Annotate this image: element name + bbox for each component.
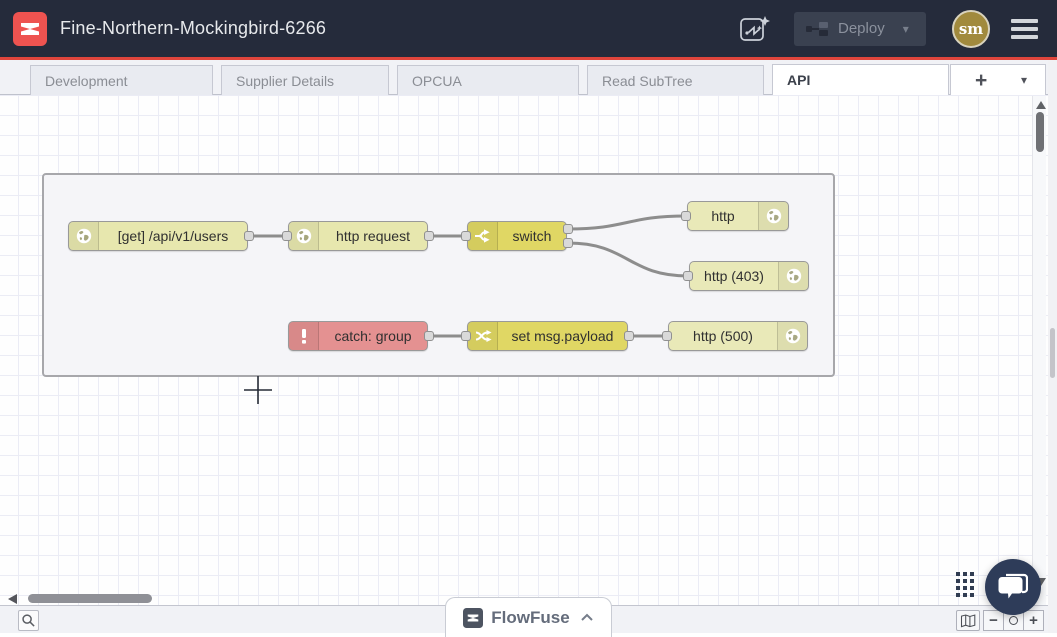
zoom-controls: − + — [983, 610, 1044, 631]
node-port-input[interactable] — [282, 231, 292, 241]
map-icon — [960, 613, 975, 627]
change-icon — [468, 322, 498, 350]
node-http-in-get-users[interactable]: [get] /api/v1/users — [68, 221, 254, 251]
flow-assistant-button[interactable] — [738, 13, 772, 45]
node-port-output[interactable] — [563, 224, 573, 234]
flow-canvas[interactable]: [get] /api/v1/users http request switch htt… — [0, 95, 1048, 605]
chat-bubble-icon — [998, 573, 1028, 599]
avatar-initials: sm — [958, 19, 984, 38]
instance-title: Fine-Northern-Mockingbird-6266 — [60, 18, 327, 38]
node-http-response[interactable]: http — [681, 201, 789, 231]
globe-icon — [289, 222, 319, 250]
hamburger-icon — [1011, 18, 1038, 23]
drag-handle-dots[interactable] — [956, 572, 974, 597]
zoom-out-button[interactable]: − — [983, 610, 1004, 631]
node-label: http — [711, 208, 735, 224]
deploy-options-caret[interactable]: ▾ — [902, 21, 909, 36]
tab-label: Supplier Details — [236, 72, 335, 89]
flowfuse-footer-logo — [463, 607, 484, 628]
scroll-left-arrow[interactable] — [8, 594, 17, 604]
flowfuse-banner-toggle[interactable]: FlowFuse — [445, 597, 612, 637]
wire[interactable] — [566, 241, 690, 278]
tab-actions-box: + ▾ — [950, 64, 1046, 95]
tab-opcua[interactable]: OPCUA — [397, 65, 579, 95]
node-label: http (500) — [693, 328, 753, 344]
deploy-label: Deploy — [838, 20, 885, 37]
tab-label: API — [787, 72, 811, 88]
scroll-up-arrow[interactable] — [1036, 101, 1046, 109]
deploy-node-icon — [806, 21, 828, 36]
globe-icon — [758, 202, 788, 230]
node-label: catch: group — [334, 328, 412, 344]
navigator-toggle-button[interactable] — [956, 610, 980, 631]
workspace-tabbar: Development Supplier Details OPCUA Read Sub… — [0, 60, 1057, 95]
header-accent-line — [0, 57, 1057, 60]
main-menu-button[interactable] — [1009, 15, 1040, 43]
header-right: Deploy ▾ sm — [738, 9, 1040, 48]
node-label: [get] /api/v1/users — [117, 228, 229, 244]
node-port-output[interactable] — [424, 331, 434, 341]
node-label: http request — [336, 228, 410, 244]
horizontal-scrollbar-thumb[interactable] — [28, 594, 152, 603]
scroll-down-arrow[interactable] — [1036, 578, 1046, 586]
node-catch-group[interactable]: catch: group — [288, 321, 434, 351]
node-port-output[interactable] — [424, 231, 434, 241]
tab-development[interactable]: Development — [30, 65, 213, 95]
chat-launcher-button[interactable] — [985, 559, 1041, 615]
node-label: switch — [512, 228, 552, 244]
header: Fine-Northern-Mockingbird-6266 Deploy ▾ … — [0, 0, 1057, 57]
tab-label: Development — [45, 72, 128, 89]
vertical-scrollbar-track[interactable] — [1032, 96, 1046, 605]
globe-icon — [778, 262, 808, 290]
flowfuse-brand-label: FlowFuse — [491, 607, 570, 627]
switch-icon — [468, 222, 498, 250]
node-port-output[interactable] — [624, 331, 634, 341]
tab-list-caret[interactable]: ▾ — [1020, 73, 1027, 87]
user-avatar[interactable]: sm — [952, 9, 990, 48]
ai-flow-icon — [740, 15, 770, 41]
node-label: http (403) — [704, 268, 764, 284]
node-switch[interactable]: switch — [461, 221, 573, 251]
node-port-input[interactable] — [461, 331, 471, 341]
tab-supplier-details[interactable]: Supplier Details — [221, 65, 389, 95]
chevron-up-icon — [580, 613, 593, 621]
node-http-request[interactable]: http request — [282, 221, 434, 251]
tab-api[interactable]: API — [772, 64, 949, 95]
globe-icon — [69, 222, 99, 250]
node-port-output[interactable] — [563, 238, 573, 248]
node-port-input[interactable] — [662, 331, 672, 341]
node-change-set-msg-payload[interactable]: set msg.payload — [461, 321, 634, 351]
node-http-response-500[interactable]: http (500) — [662, 321, 808, 351]
add-flow-button[interactable]: + — [975, 68, 988, 92]
canvas-controls: − + — [956, 610, 1044, 631]
globe-icon — [777, 322, 807, 350]
tab-label: Read SubTree — [602, 72, 693, 89]
flowfuse-logo[interactable] — [13, 11, 47, 46]
search-button[interactable] — [18, 610, 39, 631]
node-http-response-403[interactable]: http (403) — [683, 261, 809, 291]
node-label: set msg.payload — [511, 328, 614, 344]
wire[interactable] — [566, 214, 688, 231]
vertical-scrollbar-thumb[interactable] — [1036, 112, 1044, 152]
search-icon — [22, 614, 35, 627]
tab-label: OPCUA — [412, 72, 462, 89]
browser-scrollbar-track[interactable] — [1048, 60, 1057, 633]
node-port-input[interactable] — [681, 211, 691, 221]
exclamation-icon — [289, 322, 319, 350]
deploy-button[interactable]: Deploy ▾ — [794, 11, 926, 46]
zoom-reset-icon — [1009, 616, 1018, 625]
browser-scrollbar-thumb[interactable] — [1050, 328, 1055, 378]
node-port-output[interactable] — [244, 231, 254, 241]
zoom-in-button[interactable]: + — [1023, 610, 1044, 631]
node-port-input[interactable] — [461, 231, 471, 241]
node-port-input[interactable] — [683, 271, 693, 281]
tab-read-subtree[interactable]: Read SubTree — [587, 65, 764, 95]
tab-strip: Development Supplier Details OPCUA Read Sub… — [30, 60, 949, 95]
